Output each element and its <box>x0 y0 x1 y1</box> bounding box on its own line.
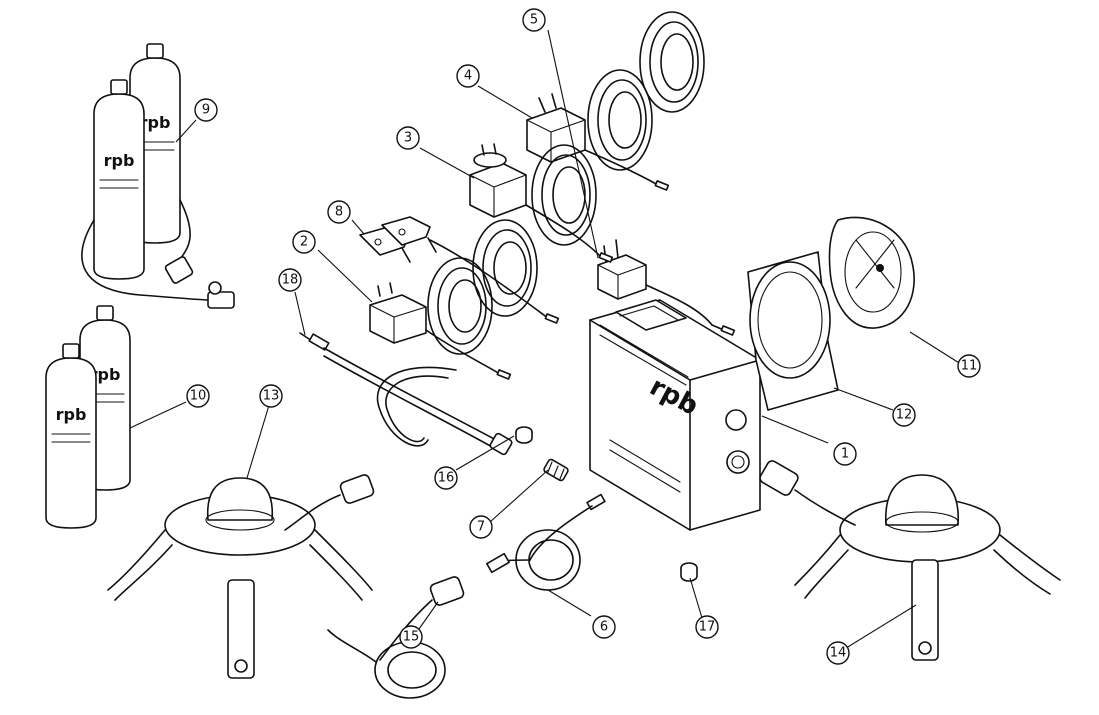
svg-text:3: 3 <box>404 131 412 146</box>
callout-3: 3 <box>396 126 420 150</box>
part-10-gas-cylinders: rpb rpb <box>45 305 131 529</box>
cylinder-logo: rpb <box>56 405 87 424</box>
callout-13: 13 <box>259 384 283 408</box>
callout-7: 7 <box>469 515 493 539</box>
part-9-gas-cylinders: rpb rpb <box>81 43 235 309</box>
svg-text:7: 7 <box>477 520 485 535</box>
svg-text:9: 9 <box>202 103 210 118</box>
callout-8: 8 <box>327 200 351 224</box>
svg-text:11: 11 <box>961 359 978 374</box>
leader-lines <box>129 29 965 654</box>
callout-17: 17 <box>695 615 719 639</box>
callout-12: 12 <box>892 403 916 427</box>
svg-text:18: 18 <box>282 273 299 288</box>
callout-14: 14 <box>826 641 850 665</box>
part-12-face-frame <box>747 251 839 411</box>
part-3-us-adapter <box>469 143 614 263</box>
part-4-eu-adapter <box>526 69 670 191</box>
svg-text:8: 8 <box>335 205 343 220</box>
cylinder-logo: rpb <box>104 151 135 170</box>
part-11-faceplate <box>828 216 915 329</box>
part-2-wall-adapter <box>369 257 512 380</box>
svg-text:16: 16 <box>438 471 455 486</box>
callout-5: 5 <box>522 8 546 32</box>
callout-18: 18 <box>278 268 302 292</box>
callout-4: 4 <box>456 64 480 88</box>
part-13-flow-hub <box>107 474 375 679</box>
callout-11: 11 <box>957 354 981 378</box>
svg-text:13: 13 <box>263 389 280 404</box>
callout-16: 16 <box>434 466 458 490</box>
callout-1: 1 <box>833 442 857 466</box>
callout-6: 6 <box>592 615 616 639</box>
callout-2: 2 <box>292 230 316 254</box>
part-15-breathing-tube <box>327 576 465 699</box>
cylinder-logo: rpb <box>140 113 171 132</box>
part-17-cap <box>680 562 698 582</box>
part-5-plug-adapter <box>597 11 736 336</box>
callout-15: 15 <box>399 625 423 649</box>
part-16-cap <box>515 426 533 444</box>
callout-10: 10 <box>186 384 210 408</box>
part-14-flow-hub <box>759 460 1061 661</box>
svg-text:1: 1 <box>841 447 849 462</box>
part-18-hose <box>299 332 513 456</box>
svg-text:10: 10 <box>190 389 207 404</box>
svg-text:15: 15 <box>403 630 420 645</box>
callout-9: 9 <box>194 98 218 122</box>
part-7-connector <box>543 458 569 482</box>
svg-text:14: 14 <box>830 646 847 661</box>
cylinder-logo: rpb <box>90 365 121 384</box>
svg-text:12: 12 <box>896 408 913 423</box>
part-6-usb-cable <box>486 493 606 591</box>
svg-text:6: 6 <box>600 620 608 635</box>
part-1-carry-case: rpb <box>589 299 761 531</box>
part-8-battery-clips <box>359 216 560 324</box>
svg-text:4: 4 <box>464 69 472 84</box>
svg-text:2: 2 <box>300 235 308 250</box>
svg-text:17: 17 <box>699 620 716 635</box>
svg-text:5: 5 <box>530 13 538 28</box>
